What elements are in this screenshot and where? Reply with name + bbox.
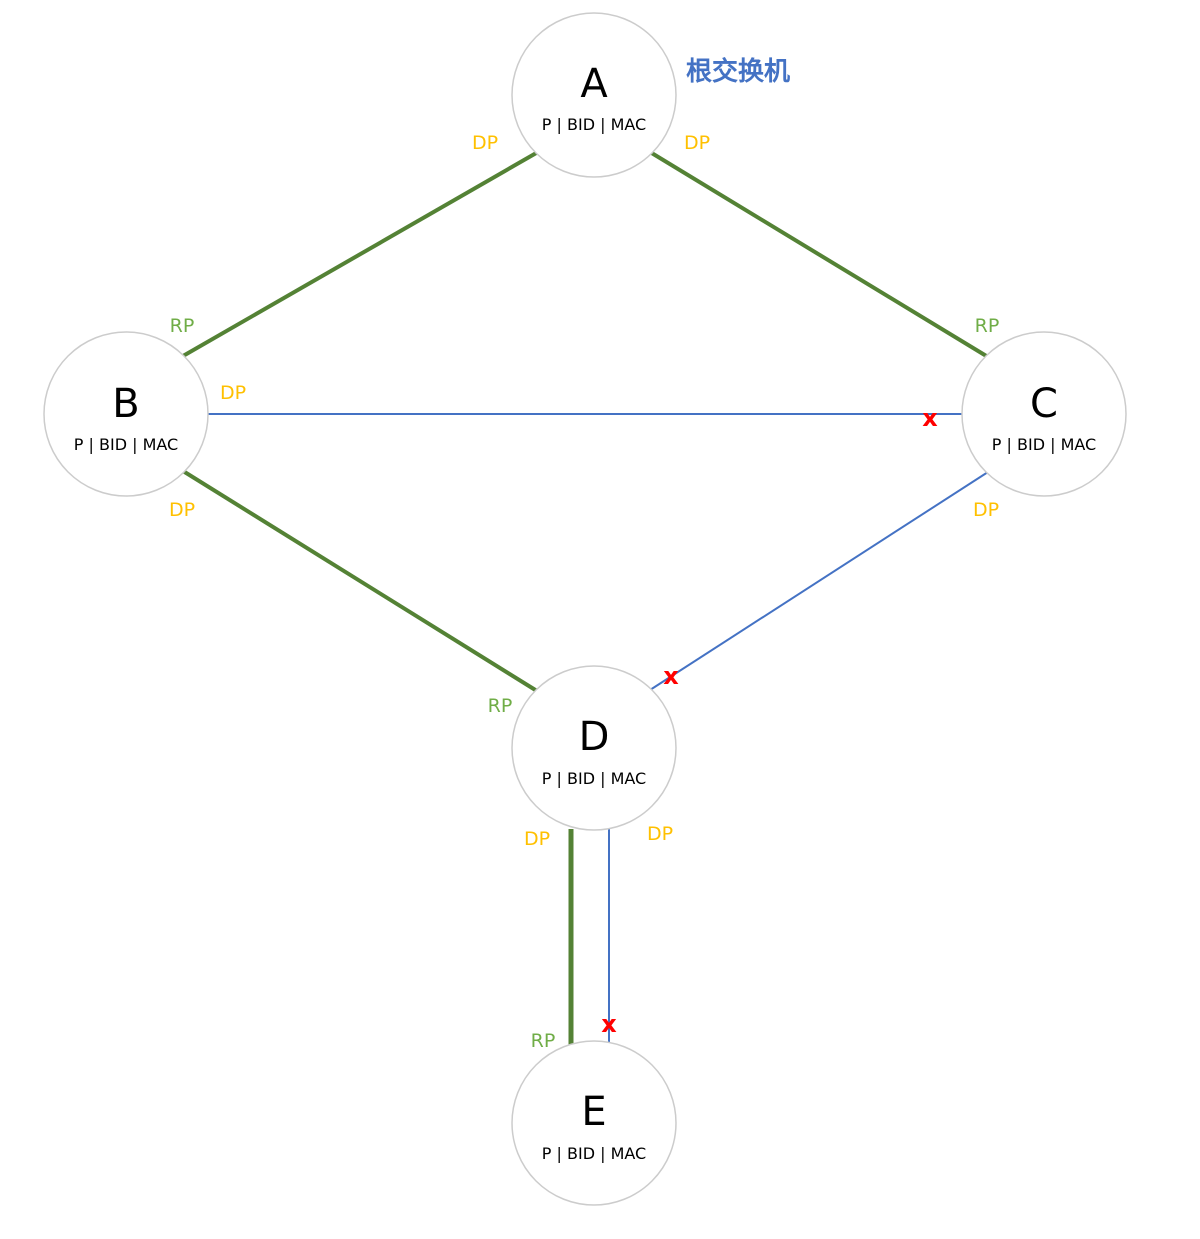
port-label-c-top: RP — [975, 315, 1000, 337]
switch-d[interactable]: D P | BID | MAC — [511, 665, 677, 831]
port-label-e-top: RP — [531, 1030, 556, 1052]
switch-a-subtitle: P | BID | MAC — [542, 115, 646, 134]
switch-c-circle — [961, 331, 1127, 497]
switch-a-letter: A — [580, 61, 608, 107]
port-label-b-right: DP — [220, 382, 246, 404]
port-label-d-bottom-left: DP — [524, 828, 550, 850]
port-label-a-right: DP — [684, 132, 710, 154]
link-c-d — [649, 471, 989, 691]
switch-d-circle — [511, 665, 677, 831]
switch-e-letter: E — [581, 1089, 606, 1135]
link-b-d — [181, 469, 539, 693]
link-a-c — [648, 150, 990, 359]
switch-e-subtitle: P | BID | MAC — [542, 1144, 646, 1163]
block-mark-e-top: x — [601, 1010, 617, 1038]
block-marks: x x x — [601, 404, 938, 1038]
links — [181, 150, 990, 1045]
switch-a[interactable]: A P | BID | MAC — [511, 12, 677, 178]
link-a-b — [182, 150, 539, 358]
switch-d-letter: D — [579, 714, 610, 760]
switch-c-subtitle: P | BID | MAC — [992, 435, 1096, 454]
port-labels: DP DP RP DP DP RP DP RP DP DP RP — [169, 132, 999, 1052]
switch-e[interactable]: E P | BID | MAC — [511, 1040, 677, 1206]
port-label-b-bottom: DP — [169, 499, 195, 521]
switch-e-circle — [511, 1040, 677, 1206]
switch-b-letter: B — [112, 381, 139, 427]
port-label-b-top: RP — [170, 315, 195, 337]
block-mark-d-right: x — [663, 662, 679, 690]
switch-b-circle — [43, 331, 209, 497]
port-label-d-top: RP — [488, 695, 513, 717]
switch-d-subtitle: P | BID | MAC — [542, 769, 646, 788]
switch-a-circle — [511, 12, 677, 178]
switch-c-letter: C — [1030, 381, 1058, 427]
port-label-a-left: DP — [472, 132, 498, 154]
block-mark-c-left: x — [922, 404, 938, 432]
switch-b[interactable]: B P | BID | MAC — [43, 331, 209, 497]
switch-b-subtitle: P | BID | MAC — [74, 435, 178, 454]
root-switch-label: 根交换机 — [686, 56, 790, 87]
port-label-d-bottom-right: DP — [647, 823, 673, 845]
switch-c[interactable]: C P | BID | MAC — [961, 331, 1127, 497]
port-label-c-bottom: DP — [973, 499, 999, 521]
